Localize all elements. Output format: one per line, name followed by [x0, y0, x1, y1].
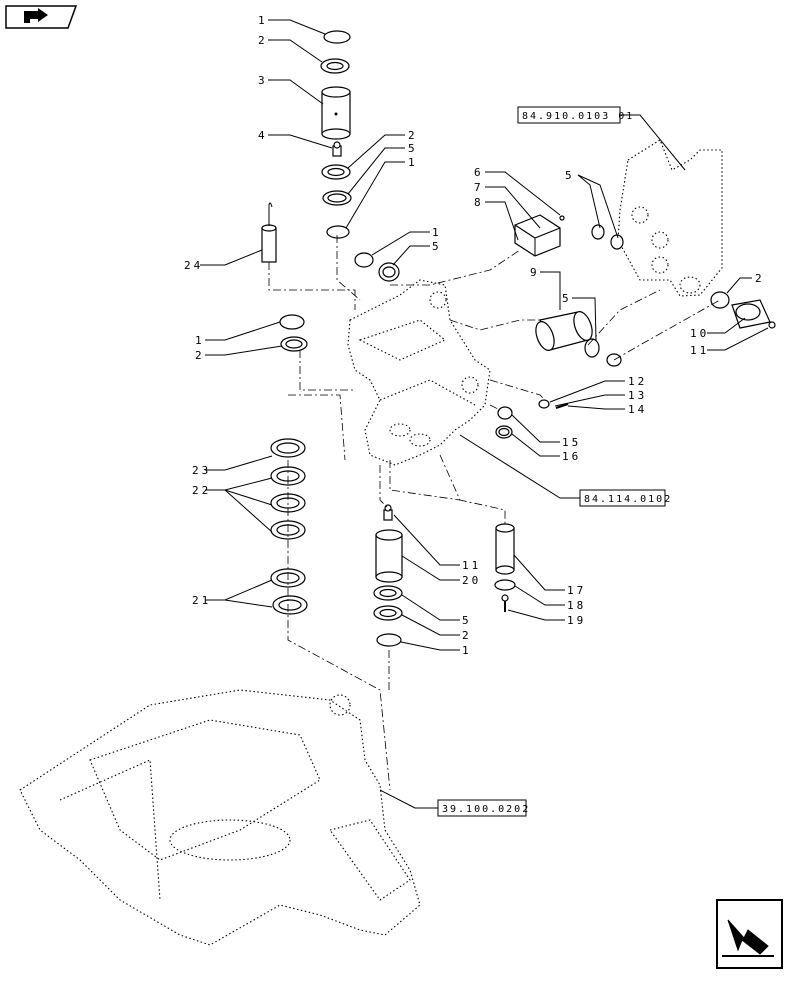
washer	[320, 58, 350, 74]
boom-arm	[617, 139, 723, 297]
callout-label: 19	[567, 614, 586, 627]
callout-label: 5	[408, 142, 418, 155]
retaining-ring	[323, 30, 351, 44]
shim	[591, 224, 605, 240]
callout-label: 12	[628, 375, 647, 388]
washer	[373, 605, 403, 621]
callout-label: 21	[192, 594, 211, 607]
pin	[535, 311, 593, 351]
washer	[280, 336, 308, 352]
callout-label: 13	[628, 389, 647, 402]
washer	[495, 425, 513, 439]
callout-label: 7	[474, 181, 484, 194]
callout-label: 2	[462, 629, 472, 642]
shim	[322, 190, 352, 206]
pin	[731, 299, 776, 329]
callout-label: 18	[567, 599, 586, 612]
callout-label: 5	[462, 614, 472, 627]
callout-label: 1	[462, 644, 472, 657]
callout-label: 1	[408, 156, 418, 169]
retaining-ring	[279, 314, 305, 330]
retaining-ring	[376, 633, 402, 647]
callout-label: 2	[195, 349, 205, 362]
callout-label: 1	[258, 14, 268, 27]
callout-label: 2	[408, 129, 418, 142]
arrow-icon	[722, 919, 774, 957]
retaining-ring	[354, 252, 374, 268]
callout-label: 17	[567, 584, 586, 597]
centerlines	[268, 235, 721, 791]
callout-label: 2	[258, 34, 268, 47]
retaining-ring	[326, 225, 350, 239]
svg-text:84.910.0103 01: 84.910.0103 01	[522, 111, 634, 122]
callout-label: 10	[690, 327, 709, 340]
retaining-ring	[497, 406, 513, 420]
svg-text:84.114.0102: 84.114.0102	[584, 494, 672, 505]
callout-label: 23	[192, 464, 211, 477]
retaining-ring	[538, 399, 550, 409]
callout-labels: 1 2 3 4 2 5 1 24 1 5 6 7 8 9 5 5 2 10 11…	[184, 14, 765, 657]
washer	[710, 291, 730, 309]
callout-label: 1	[432, 226, 442, 239]
callout-label: 11	[690, 344, 709, 357]
washer	[494, 579, 516, 591]
leader-lines	[200, 19, 769, 809]
svg-text:39.100.0202: 39.100.0202	[442, 804, 530, 815]
washer	[321, 164, 351, 180]
callout-label: 14	[628, 403, 647, 416]
callout-label: 5	[432, 240, 442, 253]
grease-fitting	[332, 141, 342, 157]
washer	[373, 585, 403, 601]
spring-pin	[261, 202, 277, 263]
callout-label: 1	[195, 334, 205, 347]
swing-bracket	[347, 279, 491, 466]
callout-label: 5	[562, 292, 572, 305]
callout-label: 22	[192, 484, 211, 497]
arrow-icon	[24, 8, 48, 23]
callout-label: 20	[462, 574, 481, 587]
pin	[495, 523, 515, 575]
grease-fitting	[383, 504, 393, 521]
callout-label: 5	[565, 169, 575, 182]
callout-label: 8	[474, 196, 484, 209]
reference-link-84910[interactable]: 84.910.0103 01	[517, 106, 634, 124]
shim	[270, 438, 306, 458]
shim	[272, 595, 308, 615]
callout-label: 15	[562, 436, 581, 449]
callout-label: 9	[530, 266, 540, 279]
pin	[375, 529, 403, 583]
bumper-block	[514, 214, 565, 257]
next-nav-button[interactable]	[716, 899, 783, 969]
frame	[19, 689, 421, 946]
callout-label: 24	[184, 259, 203, 272]
shim	[610, 234, 624, 250]
back-nav-button[interactable]	[5, 5, 78, 29]
reference-link-84114[interactable]: 84.114.0102	[579, 489, 672, 507]
callout-label: 3	[258, 74, 268, 87]
shim	[270, 520, 306, 540]
callout-label: 4	[258, 129, 268, 142]
callout-label: 16	[562, 450, 581, 463]
shim	[584, 338, 600, 358]
pin	[321, 86, 351, 140]
callout-label: 2	[755, 272, 765, 285]
callout-label: 11	[462, 559, 481, 572]
reference-link-39100[interactable]: 39.100.0202	[437, 799, 530, 817]
bolt	[501, 594, 509, 612]
shim	[378, 262, 400, 282]
bolt	[555, 403, 569, 409]
callout-label: 6	[474, 166, 484, 179]
